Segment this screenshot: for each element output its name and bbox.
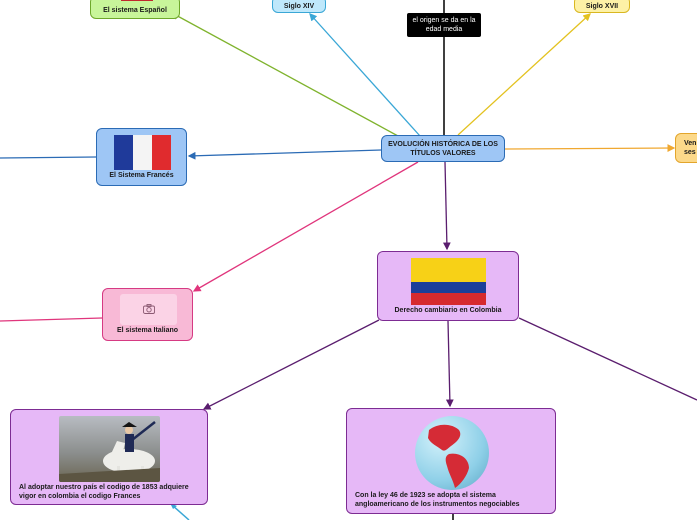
- node-label: Al adoptar nuestro país el codigo de 185…: [19, 484, 189, 500]
- node-label: Derecho cambiario en Colombia: [394, 307, 502, 314]
- node-label: El sistema Español: [103, 7, 167, 14]
- link-espanol: [170, 12, 399, 137]
- france-flag-image: [114, 135, 171, 170]
- link-napoleon: [202, 319, 380, 410]
- node-el-sistema-espanol[interactable]: El sistema Español: [90, 0, 180, 19]
- napoleon-portrait-image: [59, 416, 160, 482]
- link-siglo-xiv: [309, 13, 421, 137]
- americas-globe-image: [415, 416, 489, 490]
- central-topic[interactable]: EVOLUCIÓN HISTÓRICA DE LOS TÍTULOS VALOR…: [381, 135, 505, 162]
- link-ley: [445, 320, 454, 408]
- node-label: Siglo XIV: [283, 3, 315, 10]
- spain-flag-image: [121, 0, 153, 1]
- node-venecia-partial[interactable]: Ven ses: [675, 133, 697, 163]
- link-siglo-xvii: [457, 13, 591, 136]
- node-ley-46-1923[interactable]: Con la ley 46 de 1923 se adopta el siste…: [346, 408, 556, 514]
- node-codigo-frances[interactable]: Al adoptar nuestro país el codigo de 185…: [10, 409, 208, 505]
- link-frances-child: [0, 156, 97, 159]
- colombia-flag-image: [411, 258, 486, 305]
- node-derecho-cambiario-colombia[interactable]: Derecho cambiario en Colombia: [377, 251, 519, 321]
- node-label: El sistema Italiano: [116, 327, 179, 334]
- node-label: Ven ses: [684, 140, 697, 156]
- node-siglo-xvii[interactable]: Siglo XVII: [574, 0, 630, 13]
- link-italiano-child: [0, 317, 103, 322]
- link-right-child: [518, 317, 697, 401]
- link-venecia: [504, 144, 676, 152]
- node-label: Siglo XVII: [585, 3, 619, 10]
- link-frances: [187, 149, 382, 160]
- node-label: El Sistema Francés: [109, 172, 174, 179]
- node-el-sistema-frances[interactable]: El Sistema Francés: [96, 128, 187, 186]
- camera-icon: [120, 294, 177, 325]
- node-siglo-xiv[interactable]: Siglo XIV: [272, 0, 326, 13]
- central-topic-label: EVOLUCIÓN HISTÓRICA DE LOS TÍTULOS VALOR…: [388, 141, 498, 157]
- node-el-sistema-italiano[interactable]: El sistema Italiano: [102, 288, 193, 341]
- link-italiano: [192, 161, 419, 292]
- node-label: el origen se da en la edad media: [412, 17, 476, 33]
- link-colombia: [442, 161, 451, 251]
- node-origen-edad-media[interactable]: el origen se da en la edad media: [407, 13, 481, 37]
- node-label: Con la ley 46 de 1923 se adopta el siste…: [355, 492, 520, 508]
